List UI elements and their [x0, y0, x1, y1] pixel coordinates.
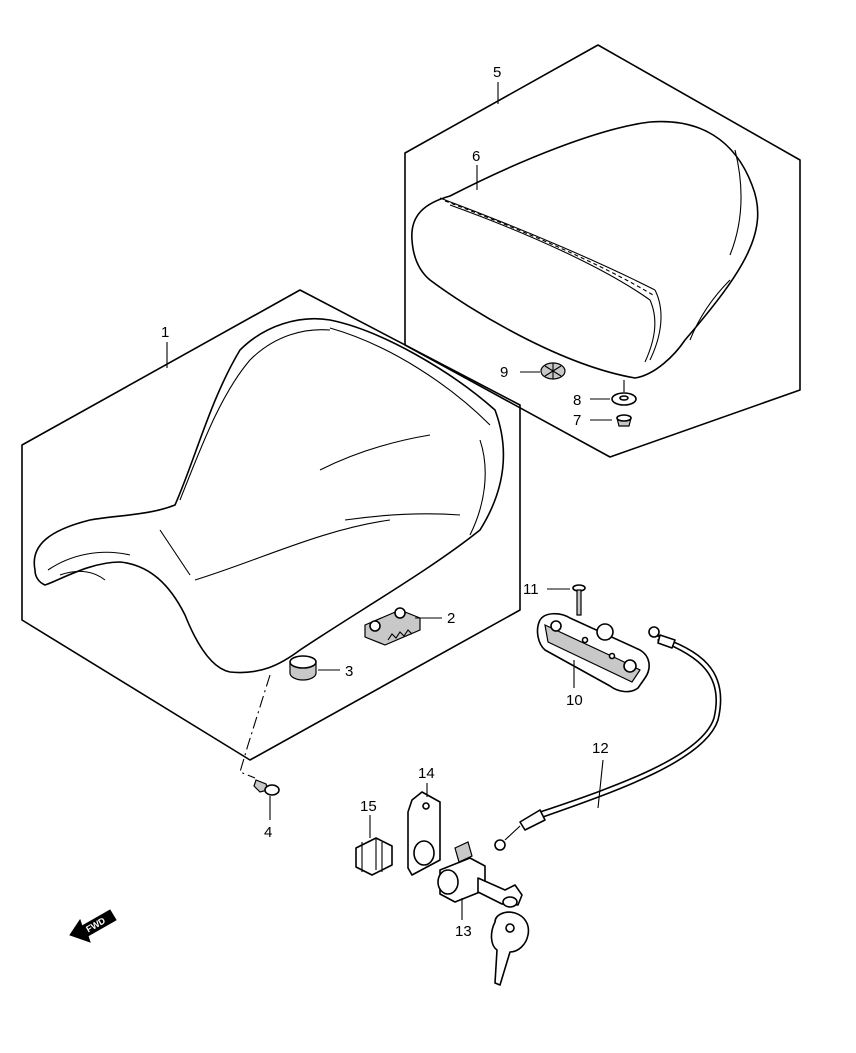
- seat-cushion: [289, 655, 317, 681]
- part-label-6: 6: [472, 148, 480, 165]
- lock-cylinder: [437, 841, 530, 986]
- part-label-10: 10: [566, 692, 583, 709]
- lock-clip: [355, 837, 393, 876]
- front-seat: [33, 317, 505, 674]
- part-label-4: 4: [264, 824, 272, 841]
- seat-latch: [536, 612, 650, 693]
- part-label-11: 11: [523, 581, 539, 598]
- bolt: [253, 779, 280, 796]
- part-label-2: 2: [447, 610, 455, 627]
- part-label-5: 5: [493, 64, 501, 81]
- part-label-15: 15: [360, 798, 377, 815]
- part-label-8: 8: [573, 392, 581, 409]
- pillion-seat: [411, 120, 759, 379]
- leader-12: [597, 759, 604, 809]
- lock-bracket: [407, 791, 441, 876]
- forward-direction-arrow-icon: FWD: [69, 909, 117, 943]
- seat-cable: [494, 626, 722, 851]
- washer: [611, 392, 637, 406]
- part-label-1: 1: [161, 324, 169, 341]
- part-label-9: 9: [500, 364, 508, 381]
- part-label-12: 12: [592, 740, 609, 757]
- pillion-seat-group-box: [404, 44, 801, 458]
- part-label-3: 3: [345, 663, 353, 680]
- grommet: [540, 362, 566, 380]
- part-label-14: 14: [418, 765, 435, 782]
- nut: [616, 414, 632, 427]
- front-seat-group-box: [21, 289, 521, 761]
- part-label-7: 7: [573, 412, 581, 429]
- seat-bracket: [364, 607, 421, 646]
- part-label-13: 13: [455, 923, 472, 940]
- leader-4-dashed: [239, 674, 271, 779]
- screw: [572, 584, 586, 616]
